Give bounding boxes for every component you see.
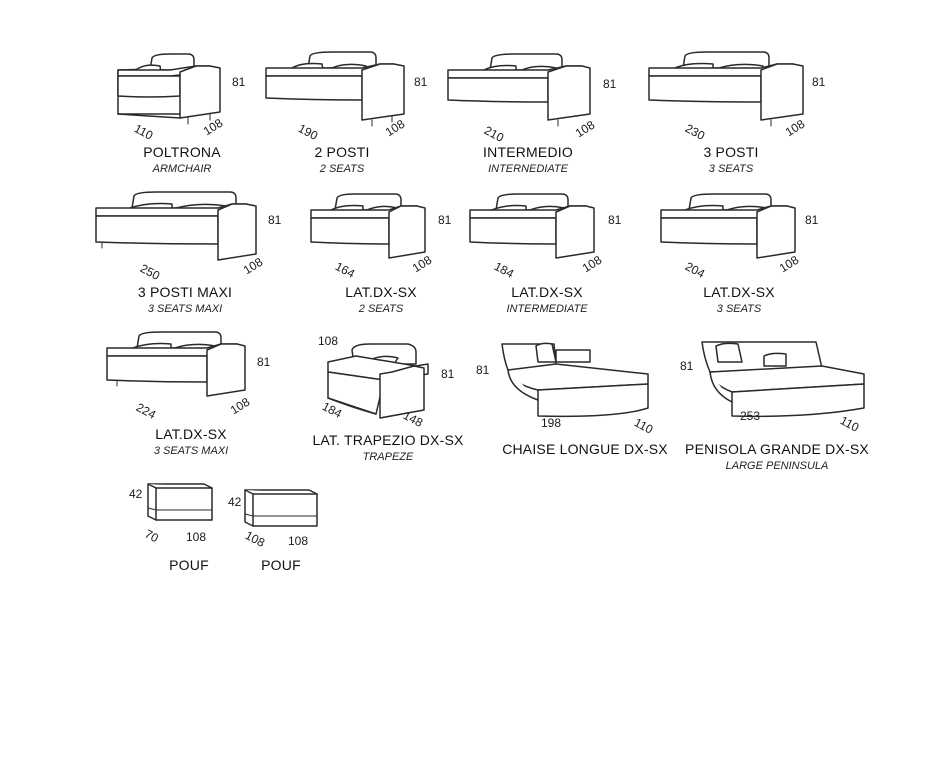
product-subtitle: 3 SEATS MAXI — [147, 303, 223, 315]
width-dimension: 253 — [740, 409, 761, 423]
height-dimension: 81 — [438, 213, 452, 227]
lateral-2-seats-drawing — [310, 193, 426, 259]
sofa-3-seats-drawing — [648, 51, 804, 127]
product-name: 2 POSTI — [314, 144, 370, 160]
pouf-small-drawing — [147, 483, 213, 521]
height-dimension: 42 — [228, 495, 242, 509]
width-dimension: 198 — [541, 416, 562, 430]
product-name: CHAISE LONGUE DX-SX — [502, 441, 668, 457]
product-name: 3 POSTI MAXI — [137, 284, 233, 300]
height-dimension: 81 — [680, 359, 694, 373]
height-dimension: 81 — [232, 75, 246, 89]
lateral-intermediate-drawing — [469, 193, 595, 259]
product-name: LAT. TRAPEZIO DX-SX — [312, 432, 464, 448]
depth-dimension: 108 — [186, 530, 207, 544]
product-subtitle: INTERMEDIATE — [506, 303, 588, 315]
armchair-drawing — [117, 53, 221, 125]
product-subtitle: 2 SEATS — [319, 163, 365, 175]
product-subtitle: 3 SEATS MAXI — [153, 445, 229, 457]
product-name: POUF — [261, 557, 301, 573]
product-name: LAT.DX-SX — [155, 426, 227, 442]
large-peninsula-drawing — [701, 341, 865, 418]
product-name: LAT.DX-SX — [345, 284, 417, 300]
height-dimension: 81 — [812, 75, 826, 89]
height-dimension: 42 — [129, 487, 143, 501]
depth-dimension: 108 — [288, 534, 309, 548]
height-dimension: 81 — [603, 77, 617, 91]
trapeze-lateral-drawing — [327, 343, 429, 419]
product-subtitle: 3 SEATS — [716, 303, 762, 315]
height-dimension: 81 — [608, 213, 622, 227]
lateral-3-seats-drawing — [660, 193, 796, 259]
pouf-large-drawing — [244, 489, 318, 527]
height-dimension: 81 — [441, 367, 455, 381]
sofa-2-seats-drawing — [265, 51, 405, 127]
height-dimension: 81 — [414, 75, 428, 89]
product-subtitle: INTERNEDIATE — [488, 163, 568, 175]
product-subtitle: ARMCHAIR — [152, 163, 212, 175]
extra-dimension: 108 — [318, 334, 339, 348]
width-dimension: 108 — [242, 528, 268, 550]
height-dimension: 81 — [805, 213, 819, 227]
width-dimension: 70 — [142, 526, 161, 546]
height-dimension: 81 — [476, 363, 490, 377]
product-subtitle: TRAPEZE — [362, 451, 414, 463]
product-name: LAT.DX-SX — [511, 284, 583, 300]
product-name: POUF — [169, 557, 209, 573]
product-name: PENISOLA GRANDE DX-SX — [685, 441, 869, 457]
product-subtitle: LARGE PENINSULA — [725, 460, 829, 472]
product-name: POLTRONA — [143, 144, 221, 160]
sofa-intermediate-drawing — [447, 53, 591, 127]
sofa-3-seats-maxi-drawing — [95, 191, 257, 261]
height-dimension: 81 — [257, 355, 271, 369]
chaise-longue-drawing — [501, 342, 649, 418]
product-name: LAT.DX-SX — [703, 284, 775, 300]
product-subtitle: 2 SEATS — [358, 303, 404, 315]
product-subtitle: 3 SEATS — [708, 163, 754, 175]
height-dimension: 81 — [268, 213, 282, 227]
product-name: 3 POSTI — [703, 144, 759, 160]
lateral-3-seats-maxi-drawing — [106, 331, 246, 397]
product-name: INTERMEDIO — [483, 144, 573, 160]
